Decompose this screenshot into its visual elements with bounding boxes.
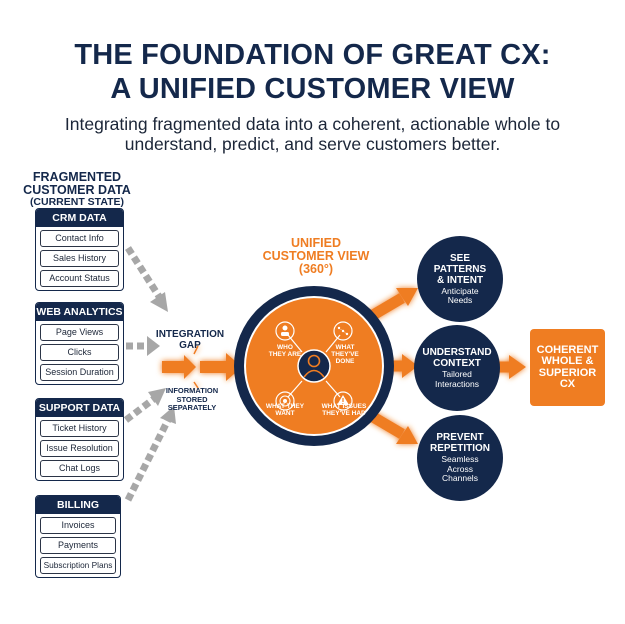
broken-integration-arrow	[162, 345, 242, 389]
arrow-to-repetition	[365, 409, 418, 444]
integration-gap-label: INTEGRATION GAP	[150, 329, 230, 351]
person-icon	[275, 321, 295, 341]
segment-line: DONE	[335, 358, 355, 365]
fragmented-title-line2: CUSTOMER DATA	[23, 182, 131, 197]
page-title-line1: THE FOUNDATION OF GREAT CX:	[74, 39, 551, 71]
outcome-line: WHOLE &	[541, 355, 594, 367]
source-header: CRM DATA	[36, 209, 123, 227]
source-item: Account Status	[40, 270, 119, 287]
source-box-web-analytics: WEB ANALYTICS Page Views Clicks Session …	[35, 302, 124, 385]
benefit-subtitle: Channels	[442, 473, 478, 484]
unified-title-line3: (360°)	[298, 262, 334, 276]
customer-avatar-icon	[297, 349, 331, 383]
source-item: Clicks	[40, 344, 119, 361]
segment-line: WANT	[275, 410, 295, 417]
source-item: Payments	[40, 537, 116, 554]
unified-title-line2: CUSTOMER VIEW	[262, 249, 370, 263]
source-item: Chat Logs	[40, 460, 119, 477]
source-item: Ticket History	[40, 420, 119, 437]
segment-line: WHO	[277, 344, 293, 351]
segment-line: WHAT ISSUES	[321, 403, 367, 410]
benefit-title: PATTERNS	[433, 263, 487, 275]
benefit-prevent-repetition: PREVENT REPETITION Seamless Across Chann…	[417, 415, 503, 501]
source-item: Issue Resolution	[40, 440, 119, 457]
gap-title-line2: GAP	[179, 340, 201, 351]
source-box-support: SUPPORT DATA Ticket History Issue Resolu…	[35, 398, 124, 481]
unified-title-line1: UNIFIED	[291, 236, 341, 250]
source-item: Session Duration	[40, 364, 119, 381]
target-icon	[275, 391, 295, 411]
outcome-line: SUPERIOR	[538, 366, 597, 379]
source-item: Subscription Plans	[40, 557, 116, 574]
source-item: Invoices	[40, 517, 116, 534]
arrow-to-patterns	[365, 288, 418, 323]
gray-dashed-arrows	[123, 246, 176, 502]
outcome-line: COHERENT	[536, 343, 599, 356]
benefit-title: REPETITION	[429, 443, 490, 455]
source-header: WEB ANALYTICS	[36, 303, 123, 321]
benefit-title: UNDERSTAND	[422, 347, 492, 358]
fragmented-title: FRAGMENTED CUSTOMER DATA (CURRENT STATE)	[22, 171, 132, 209]
outcome-line: CX	[559, 378, 576, 390]
source-header: BILLING SYSTEM	[36, 496, 120, 529]
segment-line: THEY'VE HAD	[322, 410, 366, 417]
gap-title-line1: INTEGRATION	[155, 329, 225, 340]
source-box-billing: BILLING SYSTEM Invoices Payments Subscri…	[35, 495, 121, 578]
unified-view-title: UNIFIED CUSTOMER VIEW (360°)	[246, 237, 386, 276]
benefit-subtitle: Anticipate	[441, 285, 479, 296]
fragmented-title-line1: FRAGMENTED	[32, 170, 122, 184]
benefit-title: CONTEXT	[433, 358, 481, 369]
benefit-subtitle: Tailored	[442, 369, 472, 379]
subtitle-line1: Integrating fragmented data into a coher…	[64, 114, 561, 134]
benefit-title: PREVENT	[436, 432, 484, 444]
source-header: SUPPORT DATA	[36, 399, 123, 417]
benefit-subtitle: Seamless	[441, 454, 479, 465]
arrow-support-to-gap	[123, 388, 166, 423]
benefit-subtitle: Across	[447, 463, 473, 474]
journey-path-icon	[333, 321, 353, 341]
segment-line: THEY'VE	[331, 351, 359, 358]
segment-line: THEY ARE	[268, 351, 302, 358]
page-title-line2: A UNIFIED CUSTOMER VIEW	[110, 73, 515, 105]
arrow-billing-to-gap	[124, 406, 176, 502]
segment-line: WHAT	[335, 344, 355, 351]
warning-icon	[333, 391, 353, 411]
gap-note-line2: STORED	[176, 394, 208, 404]
outcome-box: COHERENT WHOLE & SUPERIOR CX	[530, 329, 605, 406]
fragmented-title-line3: (CURRENT STATE)	[29, 196, 125, 208]
segment-what-issues-theyve-had: WHAT ISSUES THEY'VE HAD	[316, 403, 372, 417]
gap-note-line3: SEPARATELY	[167, 403, 217, 412]
segment-who-they-are: WHO THEY ARE	[262, 344, 308, 358]
gap-note-line1: INFORMATION	[165, 386, 219, 395]
source-item: Contact Info	[40, 230, 119, 247]
segment-what-they-want: WHAT THEY WANT	[260, 403, 310, 417]
source-item: Sales History	[40, 250, 119, 267]
information-stored-separately-label: INFORMATION STORED SEPARATELY	[152, 386, 232, 413]
subtitle-line2: understand, predict, and serve customers…	[124, 134, 501, 154]
segment-what-theyve-done: WHAT THEY'VE DONE	[322, 344, 368, 365]
benefit-subtitle: Needs	[447, 295, 473, 305]
benefit-see-patterns: SEE PATTERNS & INTENT Anticipate Needs	[417, 236, 503, 322]
arrow-crm-to-gap	[125, 246, 168, 312]
segment-line: WHAT THEY	[265, 403, 305, 410]
benefit-title: SEE	[449, 252, 470, 264]
benefit-subtitle: Interactions	[435, 378, 479, 389]
benefit-understand-context: UNDERSTAND CONTEXT Tailored Interactions	[414, 325, 500, 411]
source-item: Page Views	[40, 324, 119, 341]
source-box-crm: CRM DATA Contact Info Sales History Acco…	[35, 208, 124, 291]
benefit-title: & INTENT	[436, 274, 484, 286]
arrow-web-to-gap	[126, 336, 160, 356]
